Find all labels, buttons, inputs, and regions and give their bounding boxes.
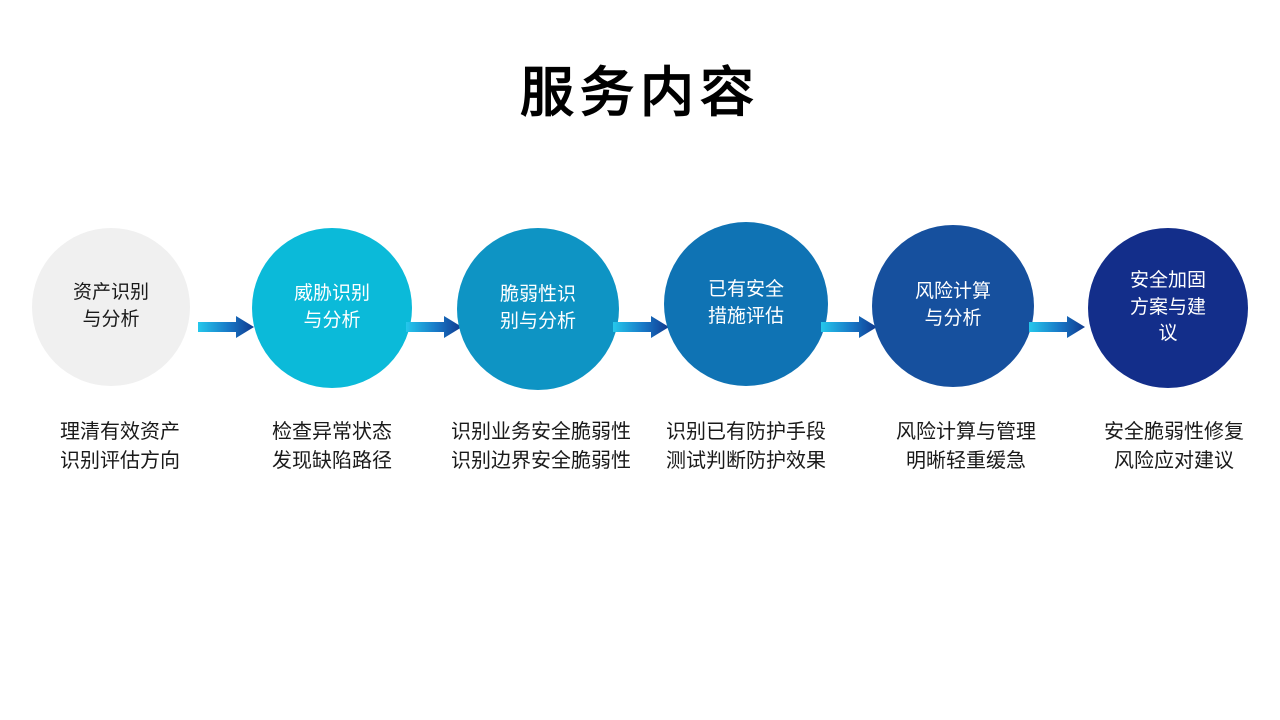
step-caption-2: 检查异常状态 发现缺陷路径 — [272, 421, 392, 472]
step-caption-6: 安全脆弱性修复 风险应对建议 — [1104, 421, 1244, 472]
step-caption-1: 理清有效资产 识别评估方向 — [60, 421, 180, 472]
step-caption-3: 识别业务安全脆弱性 识别边界安全脆弱性 — [451, 421, 631, 472]
process-flow: 资产识别 与分析 威胁识别 与分析 — [0, 220, 1280, 395]
step-circle-2[interactable]: 威胁识别 与分析 — [252, 228, 412, 388]
flow-arrow-2 — [406, 316, 462, 338]
flow-arrow-3 — [613, 316, 669, 338]
step-circle-4[interactable]: 已有安全 措施评估 — [664, 222, 828, 386]
step-caption-5: 风险计算与管理 明晰轻重缓急 — [896, 421, 1036, 472]
step-circle-label-4: 已有安全 措施评估 — [707, 279, 784, 327]
step-circle-1[interactable]: 资产识别 与分析 — [32, 228, 190, 386]
step-circle-label-6: 安全加固 方案与建 议 — [1129, 269, 1206, 345]
step-circle-label-5: 风险计算 与分析 — [914, 281, 991, 329]
step-circle-6[interactable]: 安全加固 方案与建 议 — [1088, 228, 1248, 388]
flow-arrow-icon-2 — [406, 316, 462, 338]
step-circle-label-3: 脆弱性识 别与分析 — [499, 284, 576, 332]
flow-arrow-icon-1 — [198, 316, 254, 338]
flow-arrow-1 — [198, 316, 254, 338]
flow-arrow-icon-5 — [1029, 316, 1085, 338]
step-circle-label-1: 资产识别 与分析 — [72, 282, 149, 330]
step-circle-5[interactable]: 风险计算 与分析 — [872, 225, 1034, 387]
step-circle-label-2: 威胁识别 与分析 — [293, 283, 370, 331]
flow-arrow-5 — [1029, 316, 1085, 338]
page-title: 服务内容 — [520, 63, 760, 123]
flow-arrow-icon-4 — [821, 316, 877, 338]
flow-arrow-4 — [821, 316, 877, 338]
flow-arrow-icon-3 — [613, 316, 669, 338]
step-captions: 理清有效资产 识别评估方向 检查异常状态 发现缺陷路径 识别业务安全脆弱性 识别… — [0, 418, 1280, 488]
step-caption-4: 识别已有防护手段 测试判断防护效果 — [666, 421, 826, 472]
step-circle-3[interactable]: 脆弱性识 别与分析 — [457, 228, 619, 390]
